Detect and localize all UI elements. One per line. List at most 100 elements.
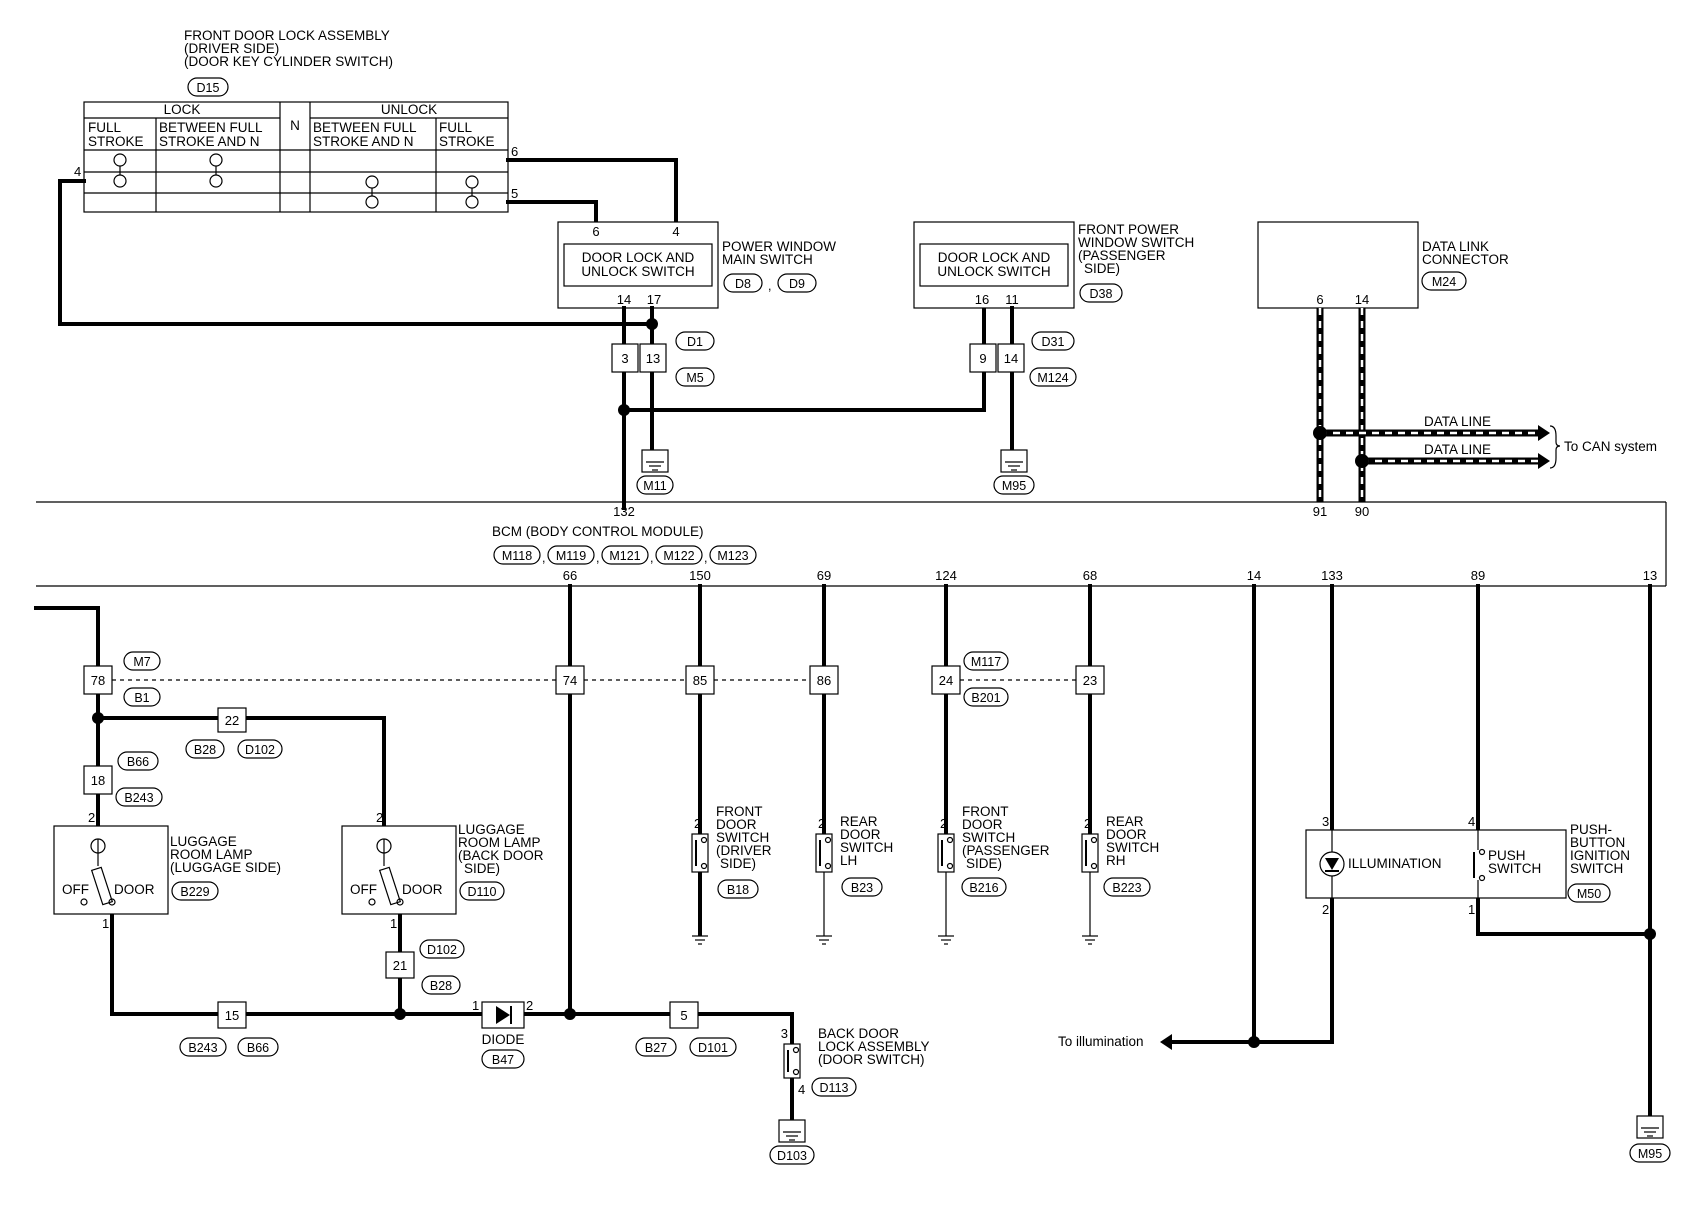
data-link-connector: DATA LINK CONNECTOR M24 6 14 <box>1257 221 1509 309</box>
connector-tag-b229: B229 <box>180 885 209 899</box>
connector-tag-d102: D102 <box>245 743 275 757</box>
lock-table-wires <box>58 158 678 326</box>
push-title-line-3: IGNITION <box>1570 848 1630 863</box>
door-sw1-title-2: DOOR <box>716 817 757 832</box>
connector-tag-outline <box>187 77 229 97</box>
door-sw3-pin: 2 <box>940 816 947 831</box>
pw-main-inner <box>563 243 713 287</box>
svg-text:,: , <box>704 551 707 565</box>
connector-tag-d9 <box>777 273 817 293</box>
bcm-pin-68: 68 <box>1083 568 1097 583</box>
connector-tag-m7: M7 <box>133 655 150 669</box>
connector-tag-d8 <box>723 273 763 293</box>
junction-15-pin: 15 <box>225 1008 239 1023</box>
col-full-stroke-1-line-1: FULL <box>88 120 122 135</box>
luggage-lamp-luggage-side: 2 1 OFF DOOR LUGGAGE ROOM LAMP (LUGGAGE … <box>53 810 281 931</box>
bcm-title: BCM (BODY CONTROL MODULE) <box>492 524 704 539</box>
pw-pass-pin-11: 11 <box>1005 292 1019 307</box>
ground-m95-bottom: M95 <box>1629 1115 1671 1163</box>
dlc-title-line-1: DATA LINK <box>1422 239 1489 254</box>
lamp2-pin-1: 1 <box>390 916 397 931</box>
pw-pass-inner-line-2: UNLOCK SWITCH <box>937 264 1050 279</box>
pw-pass-pin-16: 16 <box>975 292 989 307</box>
bcm-pin-66: 66 <box>563 568 577 583</box>
joint-pin-3: 3 <box>621 351 628 366</box>
pw-main-title-line-1: POWER WINDOW <box>722 239 836 254</box>
door-sw3-title-4: (PASSENGER <box>962 843 1050 858</box>
joint-pin-9: 9 <box>979 351 986 366</box>
lamp1-door-label: DOOR <box>114 882 155 897</box>
door-switch-front-driver: 2 FRONT DOOR SWITCH (DRIVER SIDE) B18 <box>691 804 772 945</box>
to-illumination-label: To illumination <box>1058 1034 1144 1049</box>
pw-pass-inner-line-1: DOOR LOCK AND <box>938 250 1051 265</box>
connector-tag-m24: M24 <box>1432 275 1456 289</box>
door-sw2-pin: 2 <box>818 816 825 831</box>
pw-main-title-line-2: MAIN SWITCH <box>722 252 813 267</box>
door-sw4-title-1: REAR <box>1106 814 1144 829</box>
door-sw4-pin: 2 <box>1084 816 1091 831</box>
bcm-pin-132: 132 <box>613 504 635 519</box>
door-sw1-pin: 2 <box>694 816 701 831</box>
connector-tag-m50: M50 <box>1577 887 1601 901</box>
junction-18: 18 B66 B243 <box>83 751 163 807</box>
lamp2-title-line-4: SIDE) <box>464 861 500 876</box>
connector-tag-m123: M123 <box>717 549 748 563</box>
lamp1-off-label: OFF <box>62 882 89 897</box>
junction-22-pin: 22 <box>225 713 239 728</box>
connector-tag-b201: B201 <box>971 691 1000 705</box>
push-switch-label-1: PUSH <box>1488 848 1526 863</box>
bcm-pin-124: 124 <box>935 568 957 583</box>
data-line-label-1: DATA LINE <box>1424 414 1491 429</box>
lamp1-title-line-1: LUGGAGE <box>170 834 237 849</box>
connector-tag-b47: B47 <box>492 1053 514 1067</box>
door-lock-title-line-2: (DRIVER SIDE) <box>184 41 279 56</box>
data-line-label-2: DATA LINE <box>1424 442 1491 457</box>
back-door-title-line-3: (DOOR SWITCH) <box>818 1052 924 1067</box>
connector-tag-d110: D110 <box>468 885 497 899</box>
n-header: N <box>290 118 300 133</box>
pw-main-pin-14: 14 <box>617 292 631 307</box>
diode-pin-1: 1 <box>472 998 479 1013</box>
lamp1-title-line-2: ROOM LAMP <box>170 847 253 862</box>
ground-d103-label: D103 <box>777 1149 807 1163</box>
connector-tag-b27: B27 <box>645 1041 667 1055</box>
door-sw4-title-4: RH <box>1106 853 1126 868</box>
door-sw4-title-3: SWITCH <box>1106 840 1159 855</box>
joint-pin-23: 23 <box>1083 673 1097 688</box>
connector-tag-d113: D113 <box>820 1081 849 1095</box>
col-full-stroke-2-line-2: STROKE <box>439 134 495 149</box>
door-sw2-title-1: REAR <box>840 814 878 829</box>
connector-tag-b223: B223 <box>1112 881 1141 895</box>
bcm-pin-69: 69 <box>817 568 831 583</box>
continuity-markers <box>113 153 479 209</box>
table-outline <box>83 101 509 213</box>
ground-m11-label: M11 <box>643 479 666 493</box>
junction-5-pin: 5 <box>680 1008 687 1023</box>
luggage-lamp-back-door-side: 2 1 OFF DOOR LUGGAGE ROOM LAMP (BACK DOO… <box>341 810 544 931</box>
door-sw3-title-2: DOOR <box>962 817 1003 832</box>
joint-d1-m5: 3 13 D1 M5 <box>611 331 715 387</box>
pw-main-inner-line-2: UNLOCK SWITCH <box>581 264 694 279</box>
connector-tag-b216: B216 <box>969 881 998 895</box>
svg-text:,: , <box>650 551 653 565</box>
connector-tag-d38: D38 <box>1090 287 1113 301</box>
connector-tag-b1: B1 <box>134 691 149 705</box>
bcm-pin-90: 90 <box>1355 504 1369 519</box>
connector-tag-m122: M122 <box>663 549 694 563</box>
dlc-title-line-2: CONNECTOR <box>1422 252 1509 267</box>
lamp2-title-line-1: LUGGAGE <box>458 822 525 837</box>
joint-d31-m124: 9 14 D31 M124 <box>969 331 1077 387</box>
push-button-ignition-switch: 3 4 2 1 ILLUMINATION PUSH SWITCH PUSH- B… <box>1305 814 1630 917</box>
diode-pin-2: 2 <box>526 998 533 1013</box>
bcm-body: 132 91 90 BCM (BODY CONTROL MODULE) M118… <box>36 501 1667 587</box>
joint-pin-86: 86 <box>817 673 831 688</box>
bcm-pin-89: 89 <box>1471 568 1485 583</box>
bcm-pin-13: 13 <box>1643 568 1657 583</box>
pw-pass-title-line-1: FRONT POWER <box>1078 222 1179 237</box>
junction-15: 15 B243 B66 <box>179 1001 279 1057</box>
bcm-bottom-pins: 66 150 69 124 68 14 133 89 13 <box>563 568 1657 583</box>
pin-6-right: 6 <box>511 144 518 159</box>
push-pin-3: 3 <box>1322 814 1329 829</box>
connector-tag-m121: M121 <box>609 549 640 563</box>
col-between-2-line-1: BETWEEN FULL <box>313 120 417 135</box>
